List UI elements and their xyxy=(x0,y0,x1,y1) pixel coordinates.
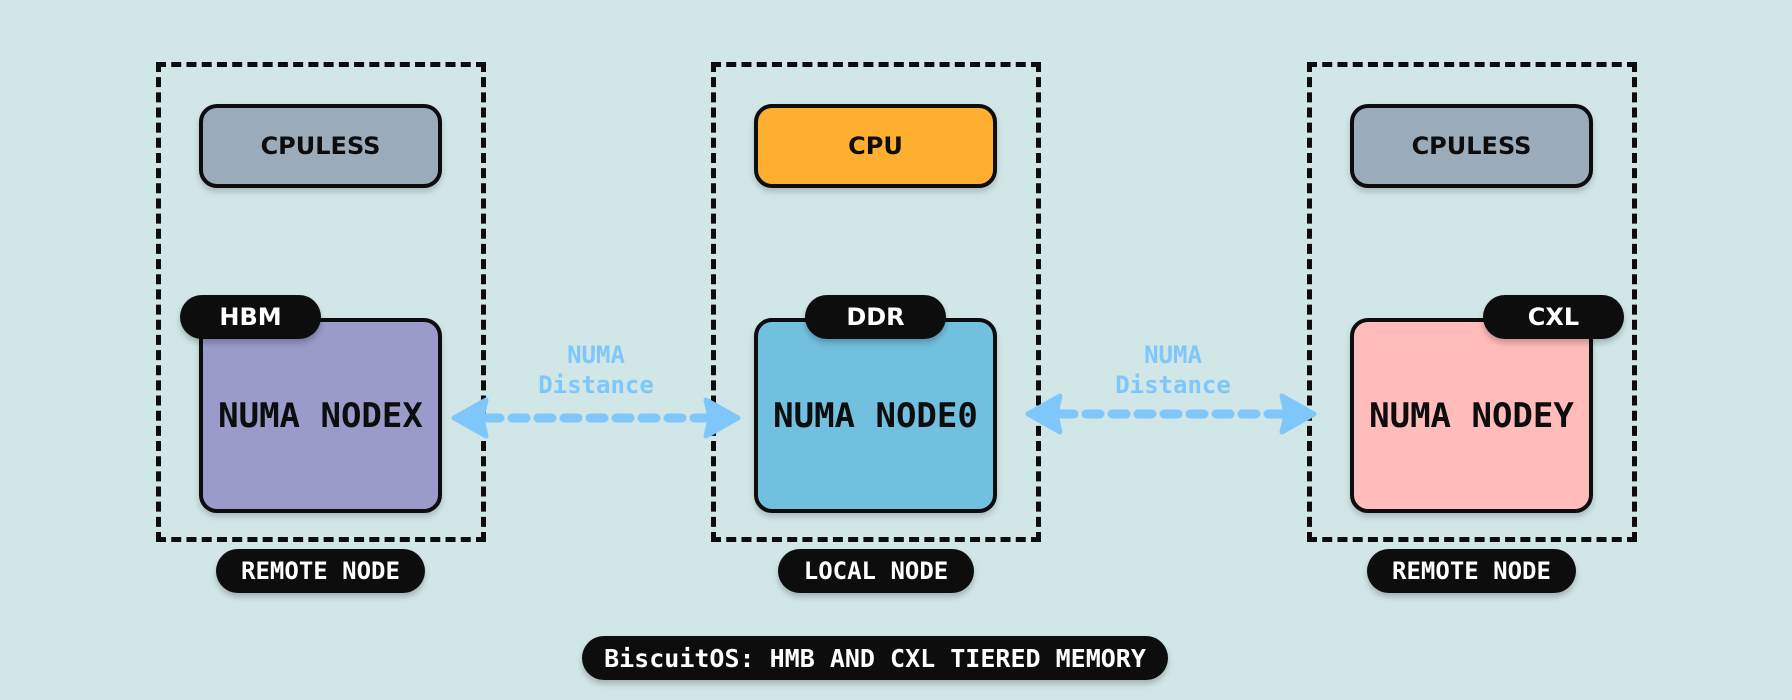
numa-distance-right-line1: NUMA xyxy=(1144,341,1202,369)
left-remote-node-pill: REMOTE NODE xyxy=(216,549,425,593)
numa-distance-left-line1: NUMA xyxy=(567,341,625,369)
right-remote-node-pill: REMOTE NODE xyxy=(1367,549,1576,593)
numa-node0-label: NUMA NODE0 xyxy=(773,395,978,436)
local-node-pill: LOCAL NODE xyxy=(778,549,974,593)
ddr-tab: DDR xyxy=(805,295,946,339)
numa-node0-block: NUMA NODE0 xyxy=(754,318,997,513)
left-node-group-border xyxy=(156,62,486,542)
middle-node-group-border xyxy=(711,62,1041,542)
ddr-tab-label: DDR xyxy=(846,303,905,331)
right-node-group-border xyxy=(1307,62,1637,542)
numa-nodex-label: NUMA NODEX xyxy=(218,395,423,436)
local-node-label: LOCAL NODE xyxy=(803,557,949,585)
left-remote-node-label: REMOTE NODE xyxy=(241,557,400,585)
numa-distance-arrow-left xyxy=(451,397,741,439)
numa-nodex-block: NUMA NODEX xyxy=(199,318,442,513)
arrow-head-right xyxy=(1279,393,1317,435)
hbm-tab-label: HBM xyxy=(219,303,282,331)
arrow-head-left xyxy=(451,397,489,439)
numa-distance-left-line2: Distance xyxy=(538,371,654,399)
left-cpuless-block: CPULESS xyxy=(199,104,442,188)
numa-distance-label-left: NUMA Distance xyxy=(496,340,696,400)
numa-nodey-block: NUMA NODEY xyxy=(1350,318,1593,513)
hbm-tab: HBM xyxy=(180,295,321,339)
cxl-tab: CXL xyxy=(1483,295,1624,339)
cpu-label: CPU xyxy=(848,132,903,160)
cxl-tab-label: CXL xyxy=(1527,303,1580,331)
cpu-block: CPU xyxy=(754,104,997,188)
right-cpuless-block: CPULESS xyxy=(1350,104,1593,188)
numa-distance-right-line2: Distance xyxy=(1115,371,1231,399)
arrow-head-right xyxy=(703,397,741,439)
right-cpuless-label: CPULESS xyxy=(1411,132,1532,160)
diagram-title-pill: BiscuitOS: HMB AND CXL TIERED MEMORY xyxy=(582,636,1168,680)
numa-distance-label-right: NUMA Distance xyxy=(1073,340,1273,400)
diagram-title: BiscuitOS: HMB AND CXL TIERED MEMORY xyxy=(604,643,1146,673)
numa-distance-arrow-right xyxy=(1025,393,1317,435)
numa-nodey-label: NUMA NODEY xyxy=(1369,395,1574,436)
arrow-head-left xyxy=(1025,393,1063,435)
right-remote-node-label: REMOTE NODE xyxy=(1392,557,1551,585)
left-cpuless-label: CPULESS xyxy=(260,132,381,160)
